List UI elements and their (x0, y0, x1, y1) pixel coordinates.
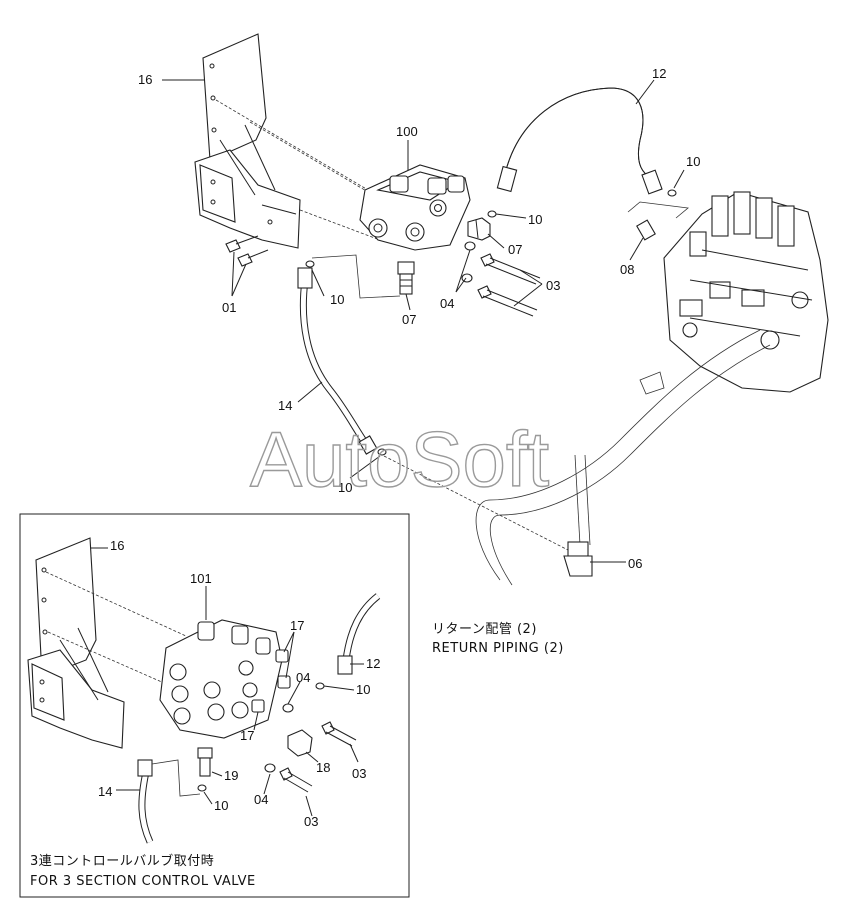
inset-valve-block-101 (159, 619, 283, 739)
callout-labels-main: 16 100 12 10 10 07 08 10 07 04 03 01 14 … (138, 66, 700, 571)
leader-lines-main (162, 79, 685, 563)
inset-caption-jp: 3連コントロールバルブ取付時 (30, 853, 214, 869)
callout-14: 14 (278, 398, 292, 413)
inset-hose-12 (337, 593, 381, 675)
callout-07: 07 (508, 242, 522, 257)
inset-callout-14: 14 (98, 784, 112, 799)
callout-08: 08 (620, 262, 634, 277)
bolts-03 (477, 253, 541, 317)
leader-lines-inset (90, 547, 364, 817)
callout-03: 03 (546, 278, 560, 293)
inset-callout-101: 101 (190, 571, 212, 586)
valve-block-100 (359, 164, 471, 251)
callout-04: 04 (440, 296, 454, 311)
o-rings-10-top (487, 189, 677, 218)
return-piping-caption: リターン配管 (2) RETURN PIPING (2) (432, 622, 564, 656)
inset-caption: 3連コントロールバルブ取付時 FOR 3 SECTION CONTROL VAL… (30, 853, 256, 889)
inset-callout-10: 10 (356, 682, 370, 697)
callout-07: 07 (402, 312, 416, 327)
callout-labels-inset: 16 101 17 12 04 10 17 18 03 14 19 10 04 … (98, 538, 380, 829)
washers-04 (461, 241, 476, 283)
inset-callout-17: 17 (290, 618, 304, 633)
inset-bolts-03 (279, 721, 357, 793)
inset-callout-04: 04 (254, 792, 268, 807)
inset-fitting-19 (197, 747, 213, 777)
inset-callout-03: 03 (304, 814, 318, 829)
inset-frame (19, 513, 410, 898)
inset-callout-16: 16 (110, 538, 124, 553)
callout-10: 10 (330, 292, 344, 307)
mounting-bracket (194, 33, 301, 249)
inset-callout-10: 10 (214, 798, 228, 813)
inset-hose-14 (137, 759, 201, 844)
callout-06: 06 (628, 556, 642, 571)
inset-callout-03: 03 (352, 766, 366, 781)
inset-callout-04: 04 (296, 670, 310, 685)
inset-callout-12: 12 (366, 656, 380, 671)
inset-caption-en: FOR 3 SECTION CONTROL VALVE (30, 874, 256, 889)
hose-14 (297, 260, 569, 551)
hose-12 (496, 87, 663, 195)
inset-callout-17: 17 (240, 728, 254, 743)
watermark-text: AutoSoft (250, 415, 550, 503)
callout-10: 10 (528, 212, 542, 227)
inset-elbow-18 (287, 729, 313, 757)
callout-10: 10 (686, 154, 700, 169)
fitting-08 (636, 219, 656, 241)
elbow-fitting-07 (467, 217, 491, 241)
control-valve-assembly (663, 191, 829, 393)
inset-callout-18: 18 (316, 760, 330, 775)
return-pipe (475, 329, 771, 586)
inset-bracket (27, 537, 187, 749)
inset-callout-19: 19 (224, 768, 238, 783)
callout-100: 100 (396, 124, 418, 139)
inset-plugs-17 (251, 649, 291, 713)
return-caption-en: RETURN PIPING (2) (432, 641, 564, 656)
dashed-guides (311, 201, 689, 299)
return-caption-jp: リターン配管 (2) (432, 622, 537, 637)
fitting-06 (563, 541, 593, 577)
callout-16: 16 (138, 72, 152, 87)
bolts-01 (225, 235, 269, 267)
callout-10: 10 (338, 480, 352, 495)
callout-01: 01 (222, 300, 236, 315)
callout-12: 12 (652, 66, 666, 81)
straight-fitting-07 (397, 261, 415, 295)
